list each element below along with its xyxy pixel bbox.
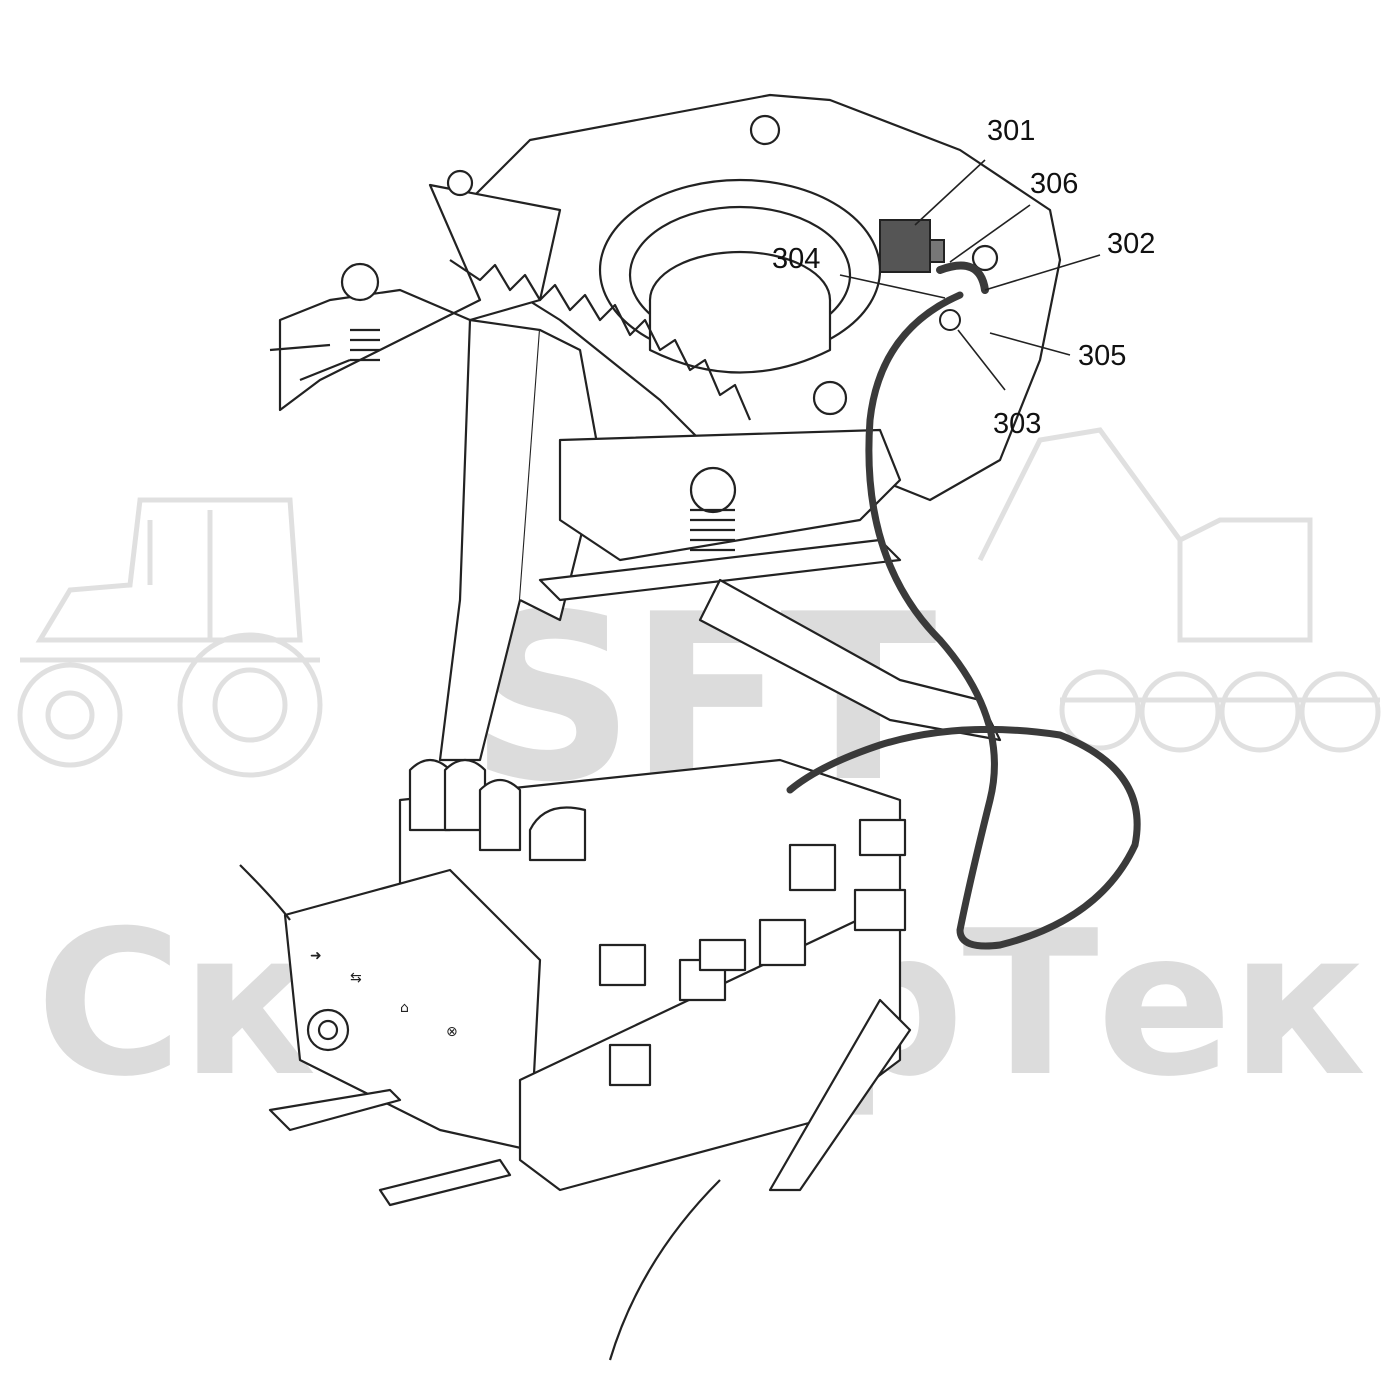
panel-mark: ➜ bbox=[310, 948, 322, 964]
watermark-tractor-icon bbox=[17, 497, 323, 778]
callout-305: 305 bbox=[1078, 340, 1127, 372]
panel-mark: ⇆ bbox=[350, 970, 362, 986]
panel-mark: ⌂ bbox=[400, 1000, 409, 1016]
hose-302 bbox=[936, 261, 989, 294]
valve-block-assembly bbox=[239, 758, 912, 1361]
callout-306: 306 bbox=[1030, 168, 1079, 200]
watermark-excavator-icon bbox=[977, 427, 1381, 753]
panel-mark: ⊗ bbox=[446, 1024, 458, 1040]
callout-302: 302 bbox=[1107, 228, 1156, 260]
callout-303: 303 bbox=[993, 408, 1042, 440]
callout-304: 304 bbox=[772, 243, 821, 275]
frame-assembly bbox=[269, 93, 1062, 762]
leader-lines bbox=[839, 159, 1101, 391]
clamp-303 bbox=[939, 309, 961, 331]
solenoid-301 bbox=[879, 219, 945, 273]
panel-marks: ➜ ⇆ ⌂ ⊗ bbox=[310, 948, 458, 1040]
callout-301: 301 bbox=[987, 115, 1036, 147]
cable-harness bbox=[786, 291, 1141, 950]
